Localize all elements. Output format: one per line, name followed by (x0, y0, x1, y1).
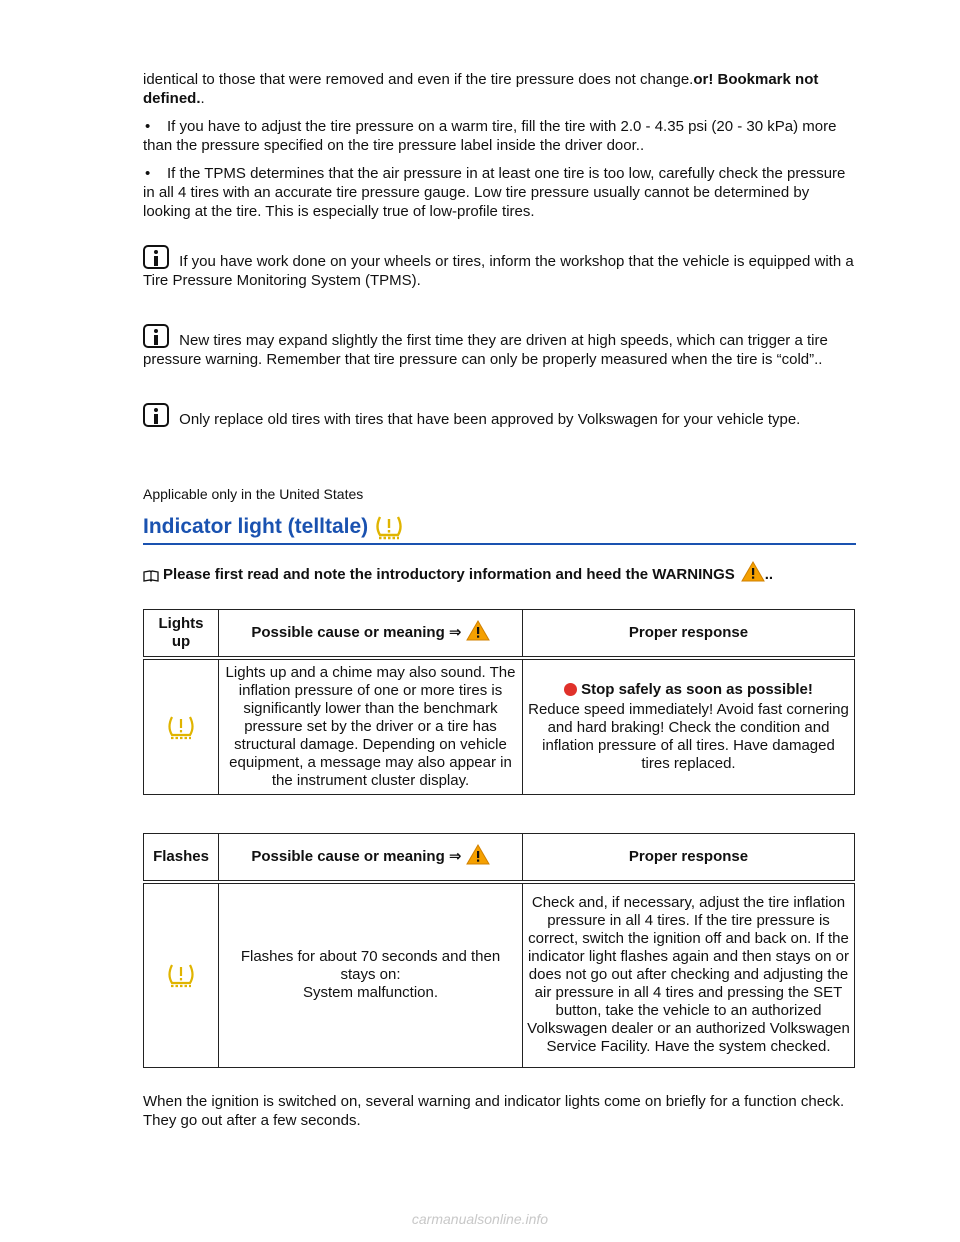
bullet-text: If you have to adjust the tire pressure … (143, 118, 837, 154)
header-cause-text: Possible cause or meaning ⇒ (251, 624, 462, 641)
bullet-item-tpms-low: •If the TPMS determines that the air pre… (143, 164, 854, 221)
header-cause: Possible cause or meaning ⇒ (218, 609, 523, 660)
tire-pressure-warning-icon (166, 962, 196, 988)
note-new-tires: New tires may expand slightly the first … (143, 324, 854, 369)
manual-page: identical to those that were removed and… (143, 70, 856, 1130)
note-text: Only replace old tires with tires that h… (179, 411, 801, 428)
warnings-intro-line: Please first read and note the introduct… (143, 561, 854, 587)
flashes-cause: Flashes for about 70 seconds and then st… (218, 881, 523, 1068)
lights-up-icon-cell (143, 657, 219, 795)
open-book-icon (143, 568, 159, 582)
flashes-response: Check and, if necessary, adjust the tire… (522, 881, 855, 1068)
section-heading-text: Indicator light (telltale) (143, 515, 369, 538)
flashes-cause-line1: Flashes for about 70 seconds and then st… (240, 948, 501, 984)
flashes-icon-cell (143, 881, 219, 1068)
note-workshop: If you have work done on your wheels or … (143, 245, 854, 290)
info-icon (143, 403, 169, 427)
lights-up-response: Stop safely as soon as possible! Reduce … (522, 657, 855, 795)
table-row: Lights up and a chime may also sound. Th… (143, 657, 855, 795)
lights-up-cause: Lights up and a chime may also sound. Th… (218, 657, 523, 795)
section-heading: Indicator light (telltale) (143, 514, 856, 545)
bullet-glyph: • (145, 165, 151, 182)
applicability-note: Applicable only in the United States (143, 486, 364, 502)
flashes-table: Flashes Possible cause or meaning ⇒ Prop… (143, 832, 855, 1068)
lights-up-response-text: Reduce speed immediately! Avoid fast cor… (528, 701, 849, 772)
warning-triangle-icon (465, 620, 490, 646)
warning-triangle-icon (465, 843, 490, 870)
flashes-cause-line2: System malfunction. (302, 984, 439, 1002)
header-cause-text: Possible cause or meaning ⇒ (251, 847, 462, 865)
header-response: Proper response (522, 609, 855, 660)
table-row: Flashes for about 70 seconds and then st… (143, 881, 855, 1068)
stop-icon (564, 683, 578, 696)
info-icon (143, 324, 169, 348)
watermark-footer: carmanualsonline.info (411, 1211, 549, 1227)
header-flashes: Flashes (143, 832, 219, 884)
bullet-item-warm-tire: •If you have to adjust the tire pressure… (143, 117, 854, 155)
header-lights-up: Lights up (143, 609, 219, 660)
stop-instruction-text: Stop safely as soon as possible! (581, 680, 813, 698)
intro-paragraph-text: identical to those that were removed and… (143, 71, 694, 88)
note-text: New tires may expand slightly the first … (143, 332, 828, 368)
stop-instruction: Stop safely as soon as possible! (564, 681, 813, 699)
note-text: If you have work done on your wheels or … (143, 253, 854, 289)
info-icon (143, 245, 169, 269)
lights-up-table: Lights up Possible cause or meaning ⇒ Pr… (143, 609, 855, 795)
warnings-intro-end: .. (764, 565, 774, 583)
warnings-intro-text: Please first read and note the introduct… (163, 565, 735, 583)
intro-paragraph: identical to those that were removed and… (143, 70, 854, 108)
bullet-glyph: • (145, 118, 151, 135)
tire-pressure-warning-icon (374, 514, 404, 540)
header-response: Proper response (522, 832, 855, 884)
tire-pressure-warning-icon (166, 714, 196, 740)
table-header-row: Flashes Possible cause or meaning ⇒ Prop… (143, 832, 855, 884)
intro-paragraph-end: . (200, 90, 205, 107)
bullet-text: If the TPMS determines that the air pres… (143, 165, 846, 220)
table-header-row: Lights up Possible cause or meaning ⇒ Pr… (143, 609, 855, 660)
broken-reference-text: or! Bookmark not defined. (143, 71, 819, 107)
closing-paragraph: When the ignition is switched on, severa… (143, 1093, 845, 1129)
note-replace-tires: Only replace old tires with tires that h… (143, 403, 854, 429)
header-cause: Possible cause or meaning ⇒ (218, 832, 523, 884)
warning-triangle-icon (740, 561, 765, 587)
